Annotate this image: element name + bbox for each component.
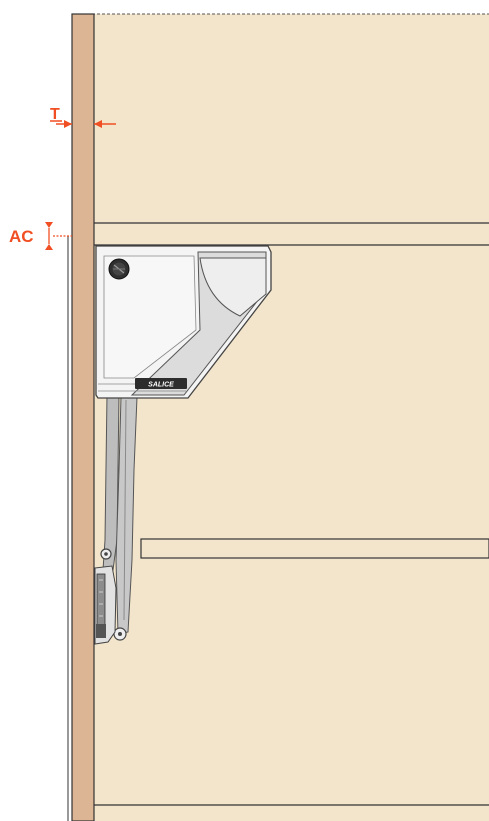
mechanism-curved-recess	[199, 257, 267, 317]
door-panel	[71, 13, 95, 821]
svg-text:SALICE: SALICE	[148, 382, 174, 389]
brand-logo: SALICE	[135, 378, 187, 389]
clearance-label: AC	[9, 227, 34, 246]
thickness-dimension: T	[50, 106, 116, 128]
thickness-label: T	[50, 106, 60, 123]
adjustment-knob-icon	[108, 258, 130, 280]
lift-arm-rear	[115, 396, 138, 635]
middle-shelf	[140, 538, 489, 559]
lift-mechanism: SALICE	[94, 245, 272, 645]
clearance-dimension: AC	[9, 222, 72, 250]
cabinet-side-panel	[94, 14, 489, 821]
